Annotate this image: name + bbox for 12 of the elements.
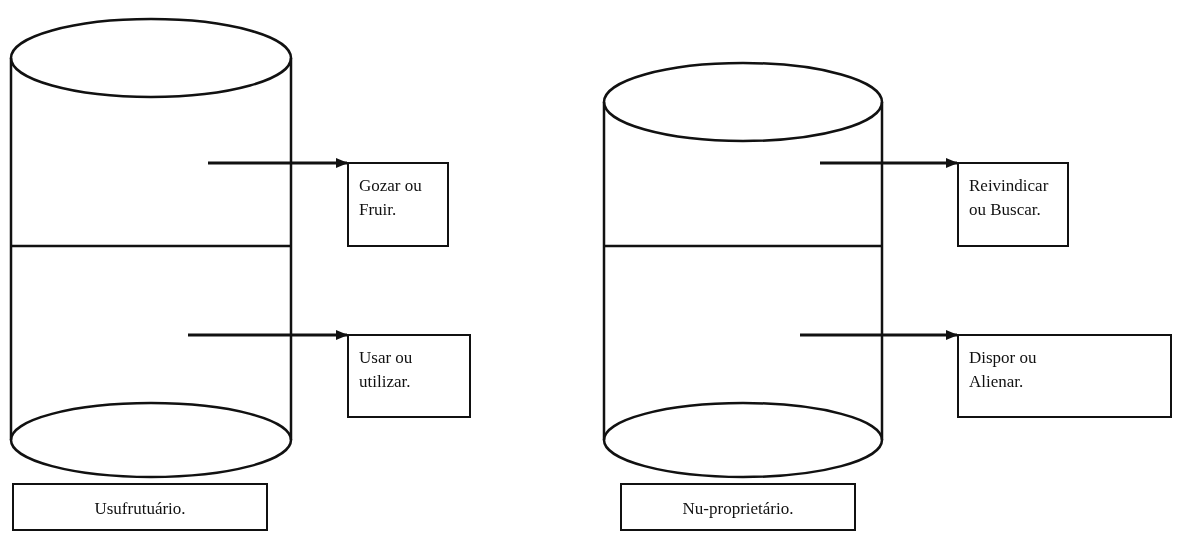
arrow [820,158,958,168]
text-box: Reivindicar ou Buscar. [957,162,1069,247]
text-box: Gozar ou Fruir. [347,162,449,247]
cylinder-drawing [603,62,883,478]
arrow [188,330,348,340]
arrow [800,330,958,340]
text-box: Dispor ou Alienar. [957,334,1172,418]
caption-box: Usufrutuário. [12,483,268,531]
text-box: Usar ou utilizar. [347,334,471,418]
arrow [208,158,348,168]
cylinder-drawing [10,18,292,478]
caption-box: Nu-proprietário. [620,483,856,531]
